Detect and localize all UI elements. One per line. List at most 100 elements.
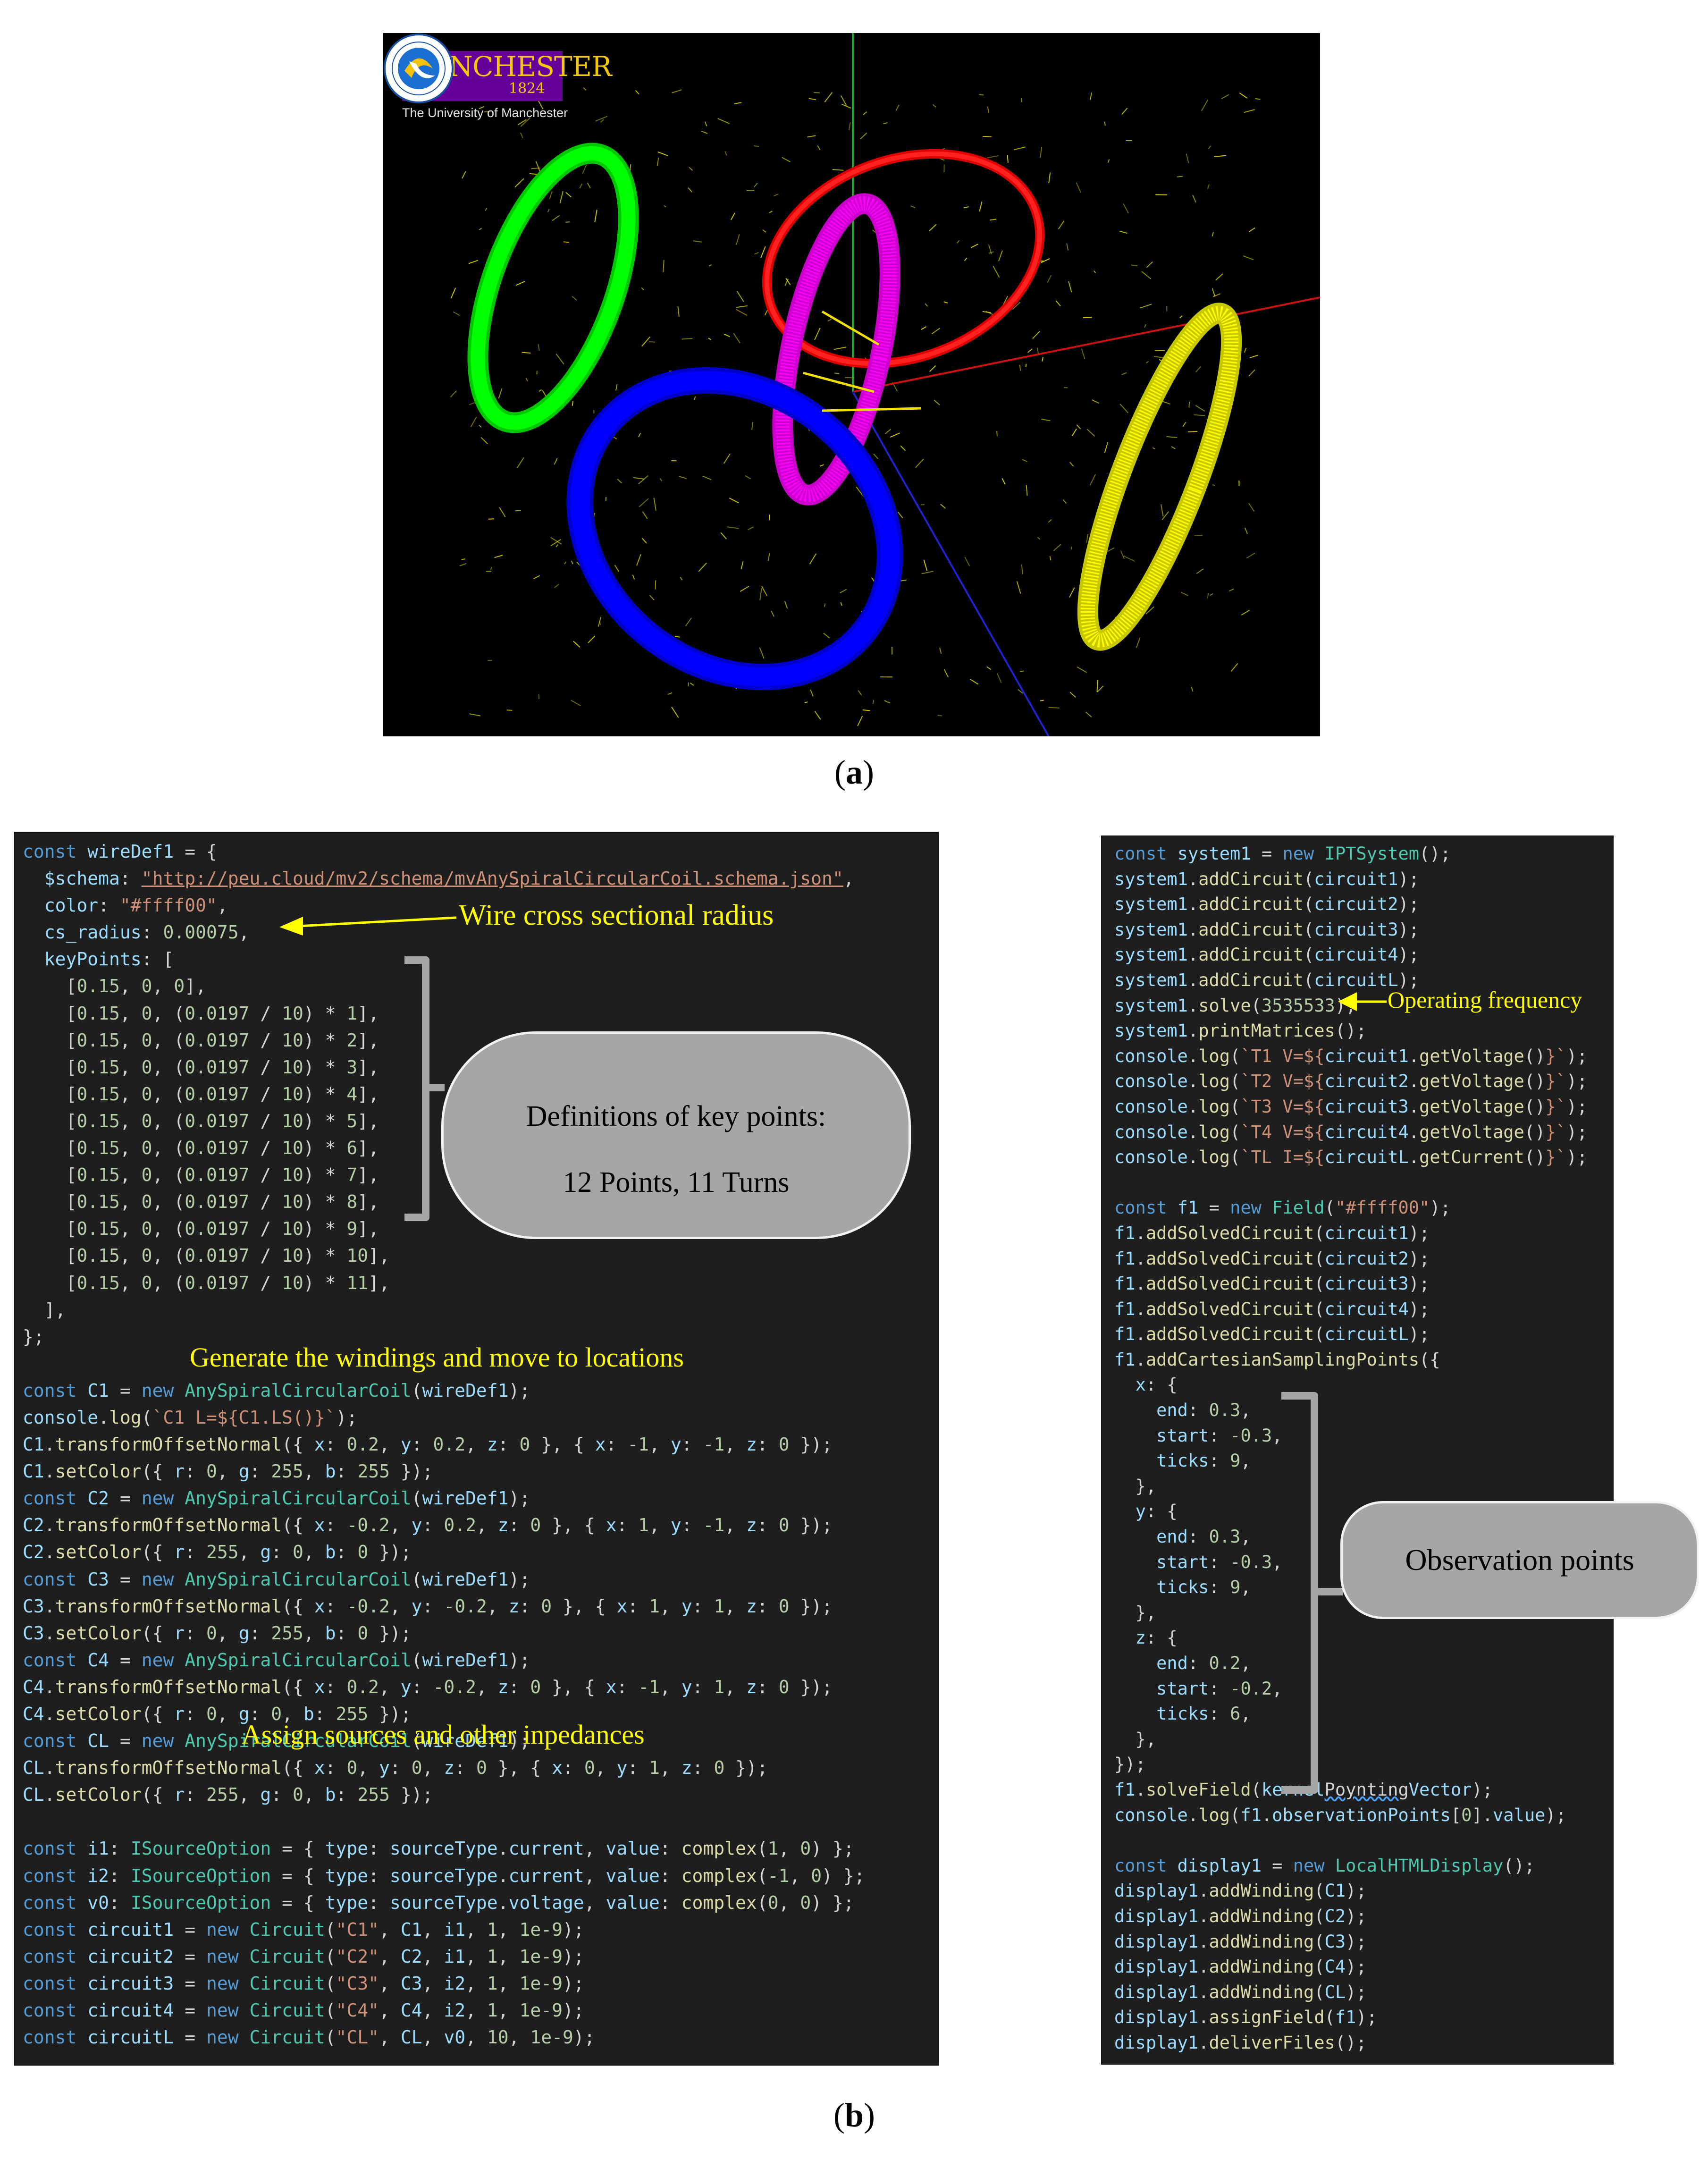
keypoints-callout-line1: Definitions of key points: [526, 1100, 826, 1132]
field-arrow [740, 561, 744, 569]
field-arrow [1145, 606, 1154, 615]
field-arrow [459, 563, 467, 566]
code-block-right: const system1 = new IPTSystem(); system1… [1114, 844, 1588, 2053]
field-arrow [1071, 428, 1077, 436]
field-arrow [1027, 348, 1033, 353]
field-arrow [1201, 99, 1209, 111]
field-arrow [1096, 680, 1099, 692]
field-arrow [1161, 504, 1164, 517]
field-arrow [682, 338, 693, 340]
field-arrow [679, 476, 687, 479]
field-arrow [594, 210, 597, 222]
field-arrow [484, 110, 493, 113]
field-arrow [598, 620, 601, 625]
field-arrow [1146, 361, 1149, 364]
field-arrow [1032, 331, 1040, 339]
field-arrow [1066, 243, 1069, 251]
field-arrow [516, 457, 524, 469]
field-arrow [1042, 357, 1044, 362]
field-arrow [674, 636, 680, 638]
field-arrow [736, 291, 744, 302]
field-arrow [549, 191, 553, 199]
field-arrow [641, 287, 644, 291]
field-arrow [988, 244, 992, 254]
field-arrow [1121, 372, 1127, 375]
field-arrow [872, 700, 875, 704]
field-arrow [1081, 348, 1085, 359]
field-arrow [1055, 300, 1061, 307]
field-arrow [804, 701, 808, 703]
field-arrow [1053, 544, 1061, 551]
field-arrow [1076, 182, 1081, 193]
code-editor-left[interactable]: const wireDef1 = { $schema: "http://peu.… [14, 832, 939, 2066]
field-arrow [814, 328, 821, 340]
field-arrow [515, 510, 522, 512]
annotation-cs-radius: Wire cross sectional radius [459, 899, 774, 931]
caption-a: (a) [834, 753, 874, 791]
field-arrow [940, 504, 946, 509]
field-arrow [1086, 534, 1089, 543]
x-axis [852, 296, 1320, 393]
field-arrow [759, 588, 762, 600]
field-arrow [784, 600, 788, 609]
green-coil [467, 143, 639, 433]
field-arrow [1049, 556, 1052, 561]
field-arrow [1037, 537, 1041, 540]
field-arrow [698, 562, 707, 572]
field-arrow [1012, 302, 1021, 310]
field-arrow [823, 633, 830, 639]
field-arrow [572, 401, 573, 406]
field-arrow [693, 240, 702, 243]
field-arrow [717, 118, 730, 124]
field-arrow [1119, 404, 1129, 413]
field-arrow [1239, 93, 1248, 99]
field-arrow [1248, 369, 1255, 377]
coil-visualization [450, 33, 1320, 736]
field-arrow [1040, 700, 1044, 701]
field-arrow [554, 584, 559, 588]
field-arrow [1041, 419, 1051, 422]
field-arrow [987, 155, 999, 159]
field-arrow [848, 122, 851, 130]
field-arrow [931, 328, 941, 335]
field-arrow [939, 647, 942, 654]
field-arrow [1107, 159, 1110, 163]
field-arrow [1069, 587, 1075, 598]
code-editor-right[interactable]: const system1 = new IPTSystem(); system1… [1101, 835, 1614, 2065]
magenta-coil [772, 193, 900, 506]
field-arrow [1255, 98, 1261, 100]
field-arrow [759, 647, 765, 659]
field-arrow [1014, 146, 1026, 151]
field-arrow [538, 344, 540, 351]
field-arrow [1136, 637, 1141, 648]
field-arrow [753, 183, 758, 188]
code-block-left: const wireDef1 = { $schema: "http://peu.… [23, 841, 865, 2048]
field-arrow [1062, 499, 1067, 504]
field-arrow [538, 694, 540, 699]
field-arrow [671, 707, 679, 718]
field-arrow [469, 713, 481, 717]
field-arrow [751, 422, 753, 430]
field-arrow [1212, 293, 1221, 297]
field-arrow [1214, 155, 1227, 157]
field-arrow [571, 560, 573, 565]
field-arrow [663, 260, 665, 272]
annotation-assign: Assign sources and other inpedances [242, 1719, 645, 1750]
annotation-frequency: Operating frequency [1388, 987, 1582, 1013]
field-arrow [595, 116, 608, 122]
field-arrow [910, 205, 916, 208]
field-arrow [979, 201, 983, 212]
field-arrow [1162, 401, 1170, 405]
3d-coil-scene[interactable]: MANCHESTER 1824 The University of Manche… [383, 33, 1320, 736]
field-arrow [490, 567, 492, 570]
field-arrow [724, 151, 727, 156]
field-arrow [479, 228, 482, 230]
field-arrow [672, 89, 682, 93]
field-arrow [641, 538, 647, 544]
field-arrow [1089, 474, 1096, 486]
field-arrow [1244, 527, 1248, 534]
field-arrow [807, 135, 816, 138]
field-arrow [1196, 568, 1204, 574]
z-axis [852, 391, 1050, 736]
field-arrow [1086, 429, 1095, 437]
